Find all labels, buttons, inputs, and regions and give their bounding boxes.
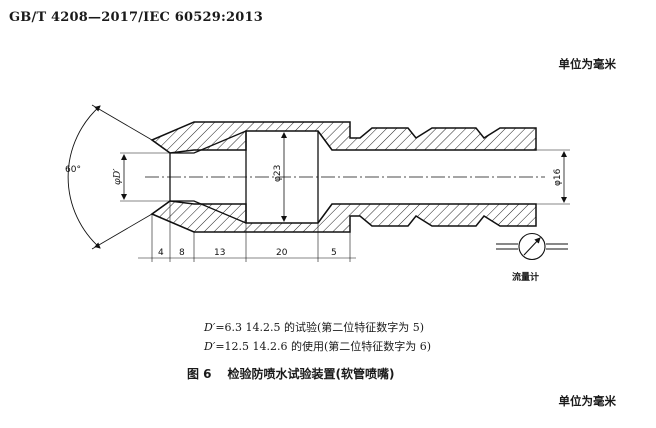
dim-label: 13 xyxy=(214,248,225,258)
unit-note-top: 单位为毫米 xyxy=(558,57,617,71)
angle-label: 60° xyxy=(65,165,81,175)
nozzle-top-wall xyxy=(150,121,537,154)
inner-dia-label: φD′ xyxy=(112,168,123,185)
dia16-label: φ16 xyxy=(553,168,563,186)
flowmeter-label: 流量计 xyxy=(512,273,540,283)
flowmeter-symbol xyxy=(496,232,568,261)
note-symbol: D′ xyxy=(204,321,216,334)
note-text: =6.3 14.2.5 的试验(第二位特征数字为 5) xyxy=(215,321,425,334)
dim-label: 8 xyxy=(179,248,185,258)
angle-arc xyxy=(67,105,101,249)
dim-label: 5 xyxy=(331,248,337,258)
nozzle-bottom-wall xyxy=(150,200,537,233)
figure-title: 检验防喷水试验装置(软管喷嘴) xyxy=(227,367,395,381)
note-text: =12.5 14.2.6 的使用(第二位特征数字为 6) xyxy=(215,340,432,353)
figure-number: 图 6 xyxy=(187,367,212,381)
note-symbol: D′ xyxy=(204,340,216,353)
dim-label: 4 xyxy=(158,248,164,258)
standard-header: GB/T 4208—2017/IEC 60529:2013 xyxy=(9,10,264,25)
unit-note-bottom: 单位为毫米 xyxy=(558,394,617,408)
figure-caption: 图 6 检验防喷水试验装置(软管喷嘴) xyxy=(187,365,395,382)
dia23-label: φ23 xyxy=(273,165,283,182)
note-line: D′=12.5 14.2.6 的使用(第二位特征数字为 6) xyxy=(204,338,431,354)
note-line: D′=6.3 14.2.5 的试验(第二位特征数字为 5) xyxy=(204,319,424,335)
dimension-chain xyxy=(138,201,356,262)
dim-label: 20 xyxy=(276,248,288,258)
